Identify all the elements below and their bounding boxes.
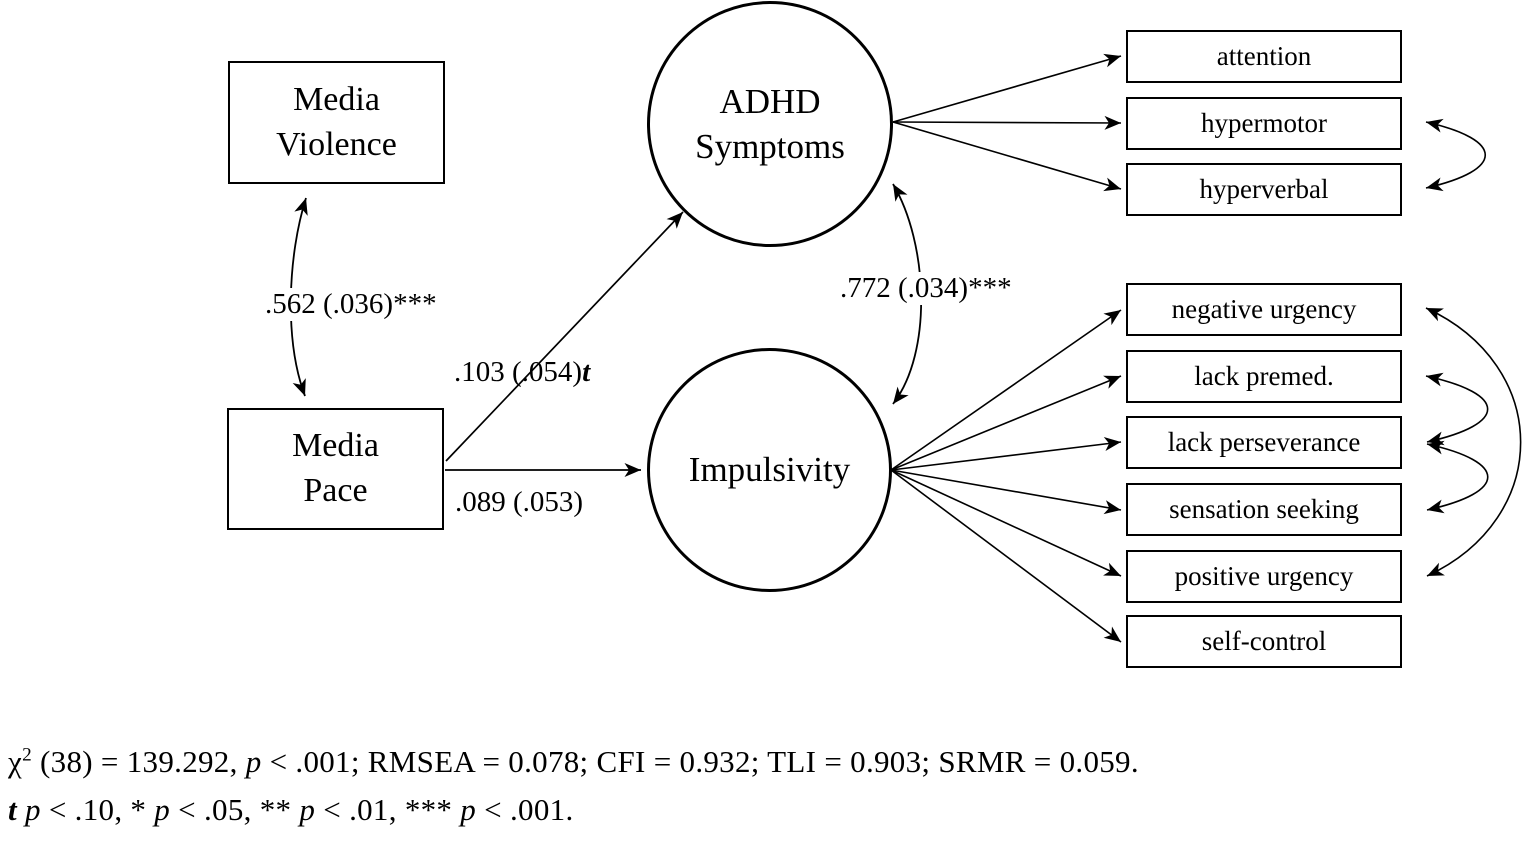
loading-arrow-impulsivity-lack-perseverance	[890, 437, 1122, 471]
loading-arrow-impulsivity-self-control	[890, 469, 1122, 643]
indicator-lack-perseverance: lack perseverance	[1126, 416, 1402, 469]
indicator-attention: attention	[1126, 30, 1402, 83]
loading-arrow-impulsivity-positive-urgency	[890, 469, 1122, 577]
loading-arrow-adhd-hyperverbal	[892, 121, 1122, 192]
error-covariance-arc-lack-perseverance-sensation-seeking	[1426, 440, 1489, 514]
path-label-mp-adhd: .103 (.054)t	[454, 356, 591, 388]
path-label-adhd-impulsivity-covariance: .772 (.034)***	[837, 272, 1015, 305]
node-media-violence: Media Violence	[228, 61, 445, 184]
loading-arrow-adhd-attention	[892, 53, 1122, 123]
indicator-lack-premed: lack premed.	[1126, 350, 1402, 403]
indicator-sensation-seeking: sensation seeking	[1126, 483, 1402, 536]
node-media-pace: Media Pace	[227, 408, 444, 530]
indicator-hypermotor: hypermotor	[1126, 97, 1402, 150]
indicator-self-control: self-control	[1126, 615, 1402, 668]
significance-legend-line: t p < .10, * p < .05, ** p < .01, *** p …	[8, 792, 574, 827]
path-label-mv-mp-covariance: .562 (.036)***	[262, 288, 440, 321]
indicator-positive-urgency: positive urgency	[1126, 550, 1402, 603]
error-covariance-arc-lack-premed-lack-perseverance	[1425, 372, 1489, 446]
error-covariance-arc-hypermotor-hyperverbal	[1425, 118, 1487, 192]
fit-statistics-line: χ2 (38) = 139.292, p < .001; RMSEA = 0.0…	[8, 744, 1139, 779]
path-label-mp-impulsivity: .089 (.053)	[455, 486, 584, 518]
latent-adhd-symptoms: ADHD Symptoms	[647, 1, 893, 247]
error-covariance-arc-negative-urgency-positive-urgency	[1425, 307, 1522, 577]
loading-arrow-impulsivity-negative-urgency	[890, 309, 1122, 471]
indicator-negative-urgency: negative urgency	[1126, 283, 1402, 336]
loading-arrow-adhd-hypermotor	[892, 115, 1122, 130]
indicator-hyperverbal: hyperverbal	[1126, 163, 1402, 216]
latent-impulsivity: Impulsivity	[647, 348, 892, 592]
path-arrow-media-pace-adhd	[445, 211, 684, 462]
loading-arrow-impulsivity-sensation-seeking	[890, 469, 1122, 515]
loading-arrow-impulsivity-lack-premed	[890, 375, 1122, 471]
